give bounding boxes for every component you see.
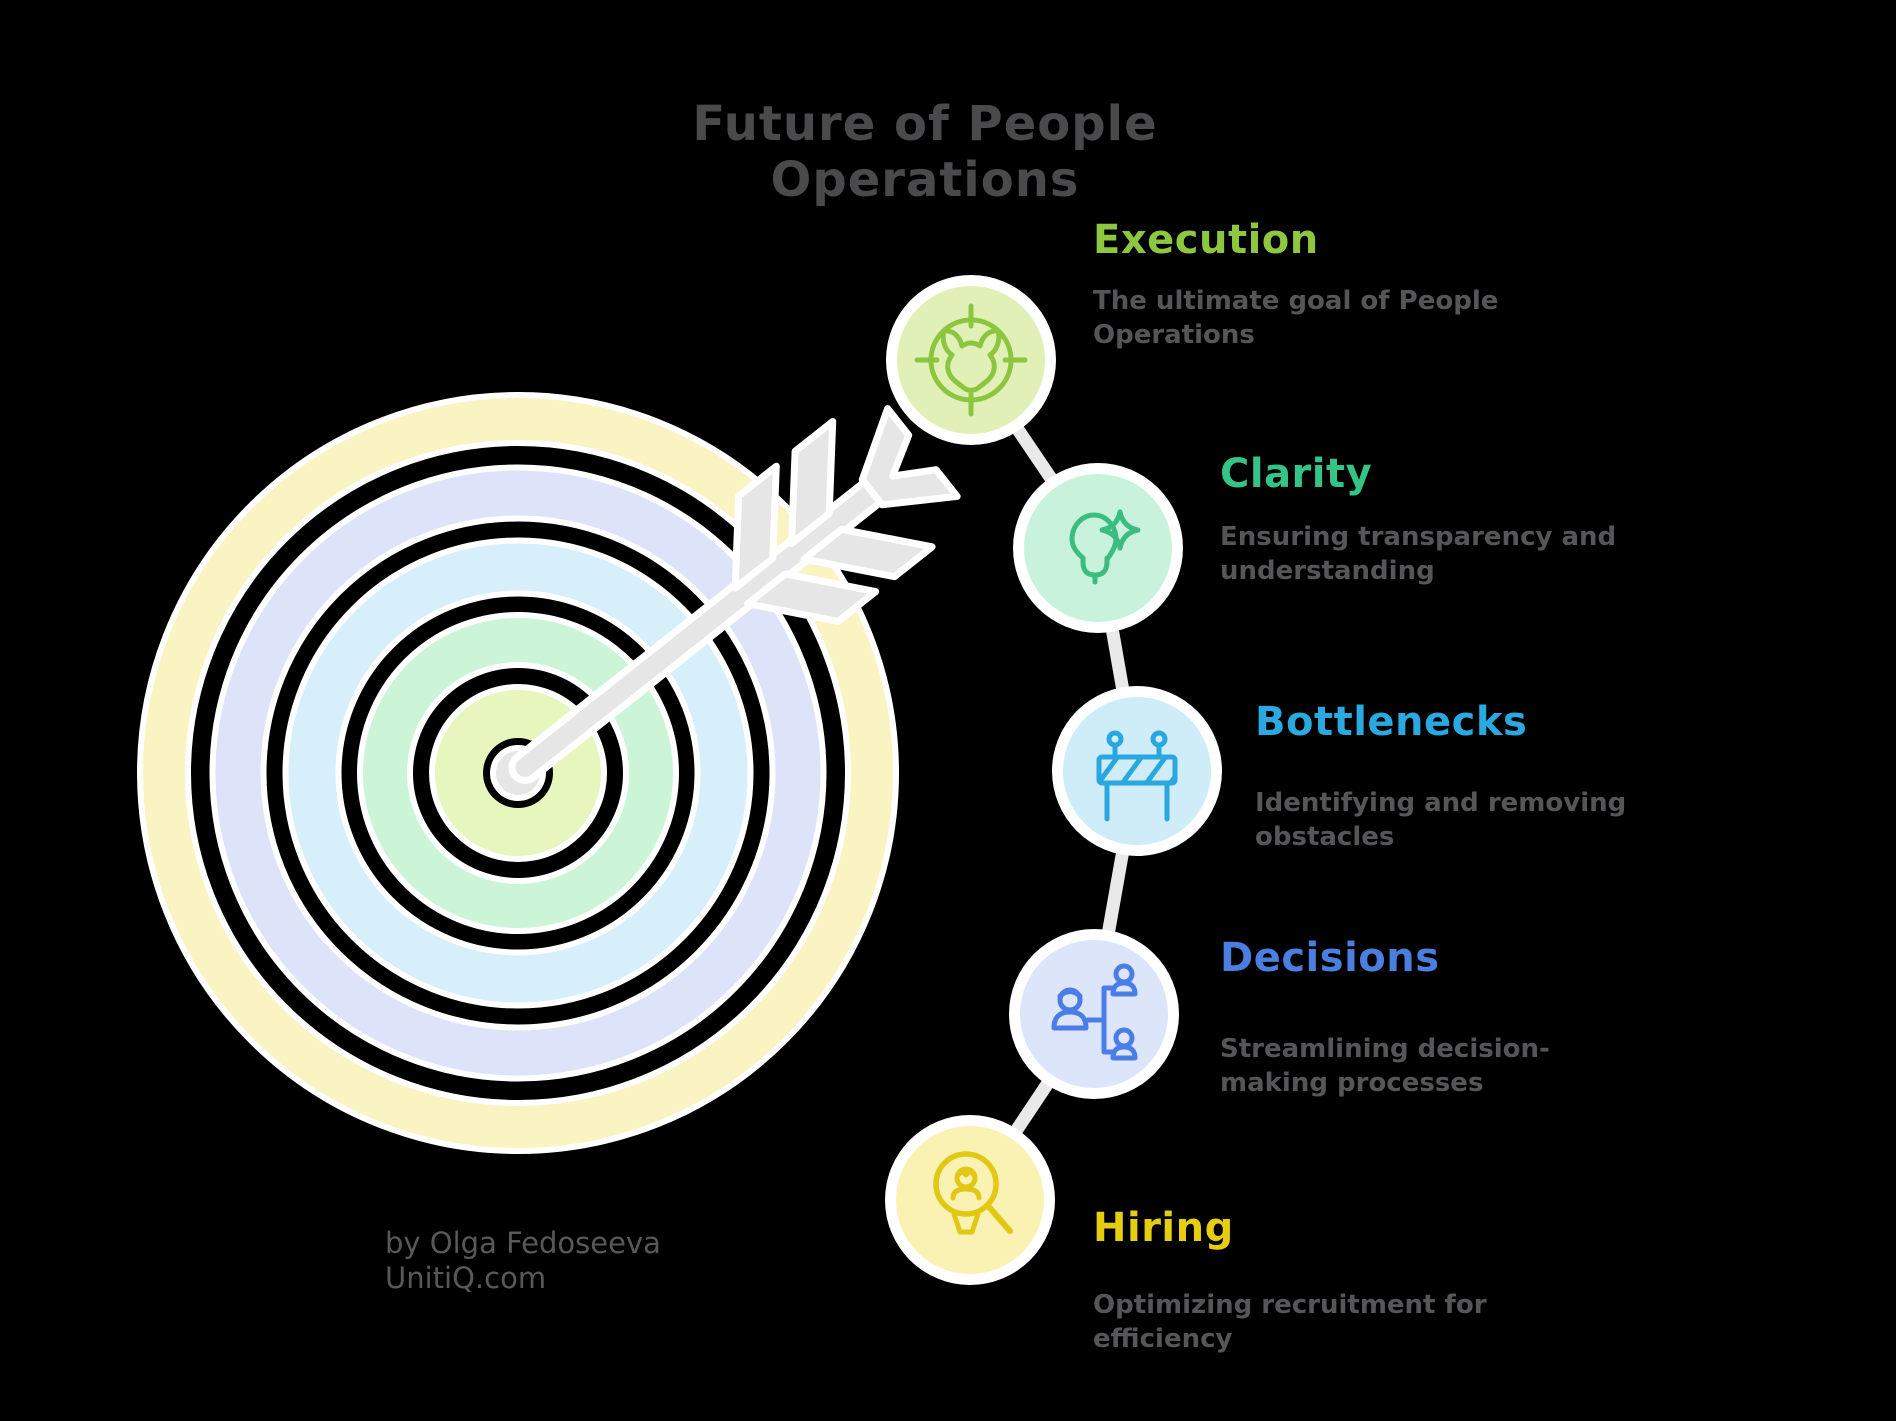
step-circle-hiring xyxy=(885,1115,1055,1285)
step-label-decisions: Decisions xyxy=(1220,935,1440,981)
step-description-clarity: Ensuring transparency and understanding xyxy=(1220,522,1617,587)
byline-author: by Olga Fedoseeva xyxy=(385,1226,661,1260)
target-ring-blue xyxy=(288,543,748,1003)
target-ring-lavender xyxy=(215,470,821,1076)
step-label-hiring: Hiring xyxy=(1093,1205,1234,1251)
candidate-magnifier-icon xyxy=(933,1151,1013,1235)
step-circle-decisions xyxy=(1009,929,1179,1099)
step-circle-execution xyxy=(886,275,1056,445)
step-description-hiring: Optimizing recruitment for efficiency xyxy=(1093,1290,1487,1355)
page-title: Future of People Operations xyxy=(692,96,1158,208)
step-circle-clarity xyxy=(1013,463,1183,633)
road-barrier-icon xyxy=(1096,730,1178,822)
step-circle-bottlenecks xyxy=(1052,686,1222,856)
byline-site: UnitiQ.com xyxy=(385,1260,547,1295)
step-description-decisions: Streamlining decision-making processes xyxy=(1220,1034,1550,1099)
target-ring-mint xyxy=(363,618,673,928)
step-label-bottlenecks: Bottlenecks xyxy=(1255,699,1528,745)
step-label-clarity: Clarity xyxy=(1220,451,1373,497)
bull-target-icon xyxy=(914,303,1028,417)
lightbulb-sparkle-icon xyxy=(1069,509,1141,585)
byline: by Olga Fedoseeva UnitiQ.com xyxy=(385,1226,805,1296)
arrow-icon xyxy=(490,405,961,801)
step-description-execution: The ultimate goal of People Operations xyxy=(1093,286,1499,351)
org-chart-people-icon xyxy=(1051,963,1138,1061)
step-description-bottlenecks: Identifying and removing obstacles xyxy=(1255,788,1627,853)
step-label-execution: Execution xyxy=(1093,217,1319,263)
target-ring-yellow xyxy=(143,398,893,1148)
